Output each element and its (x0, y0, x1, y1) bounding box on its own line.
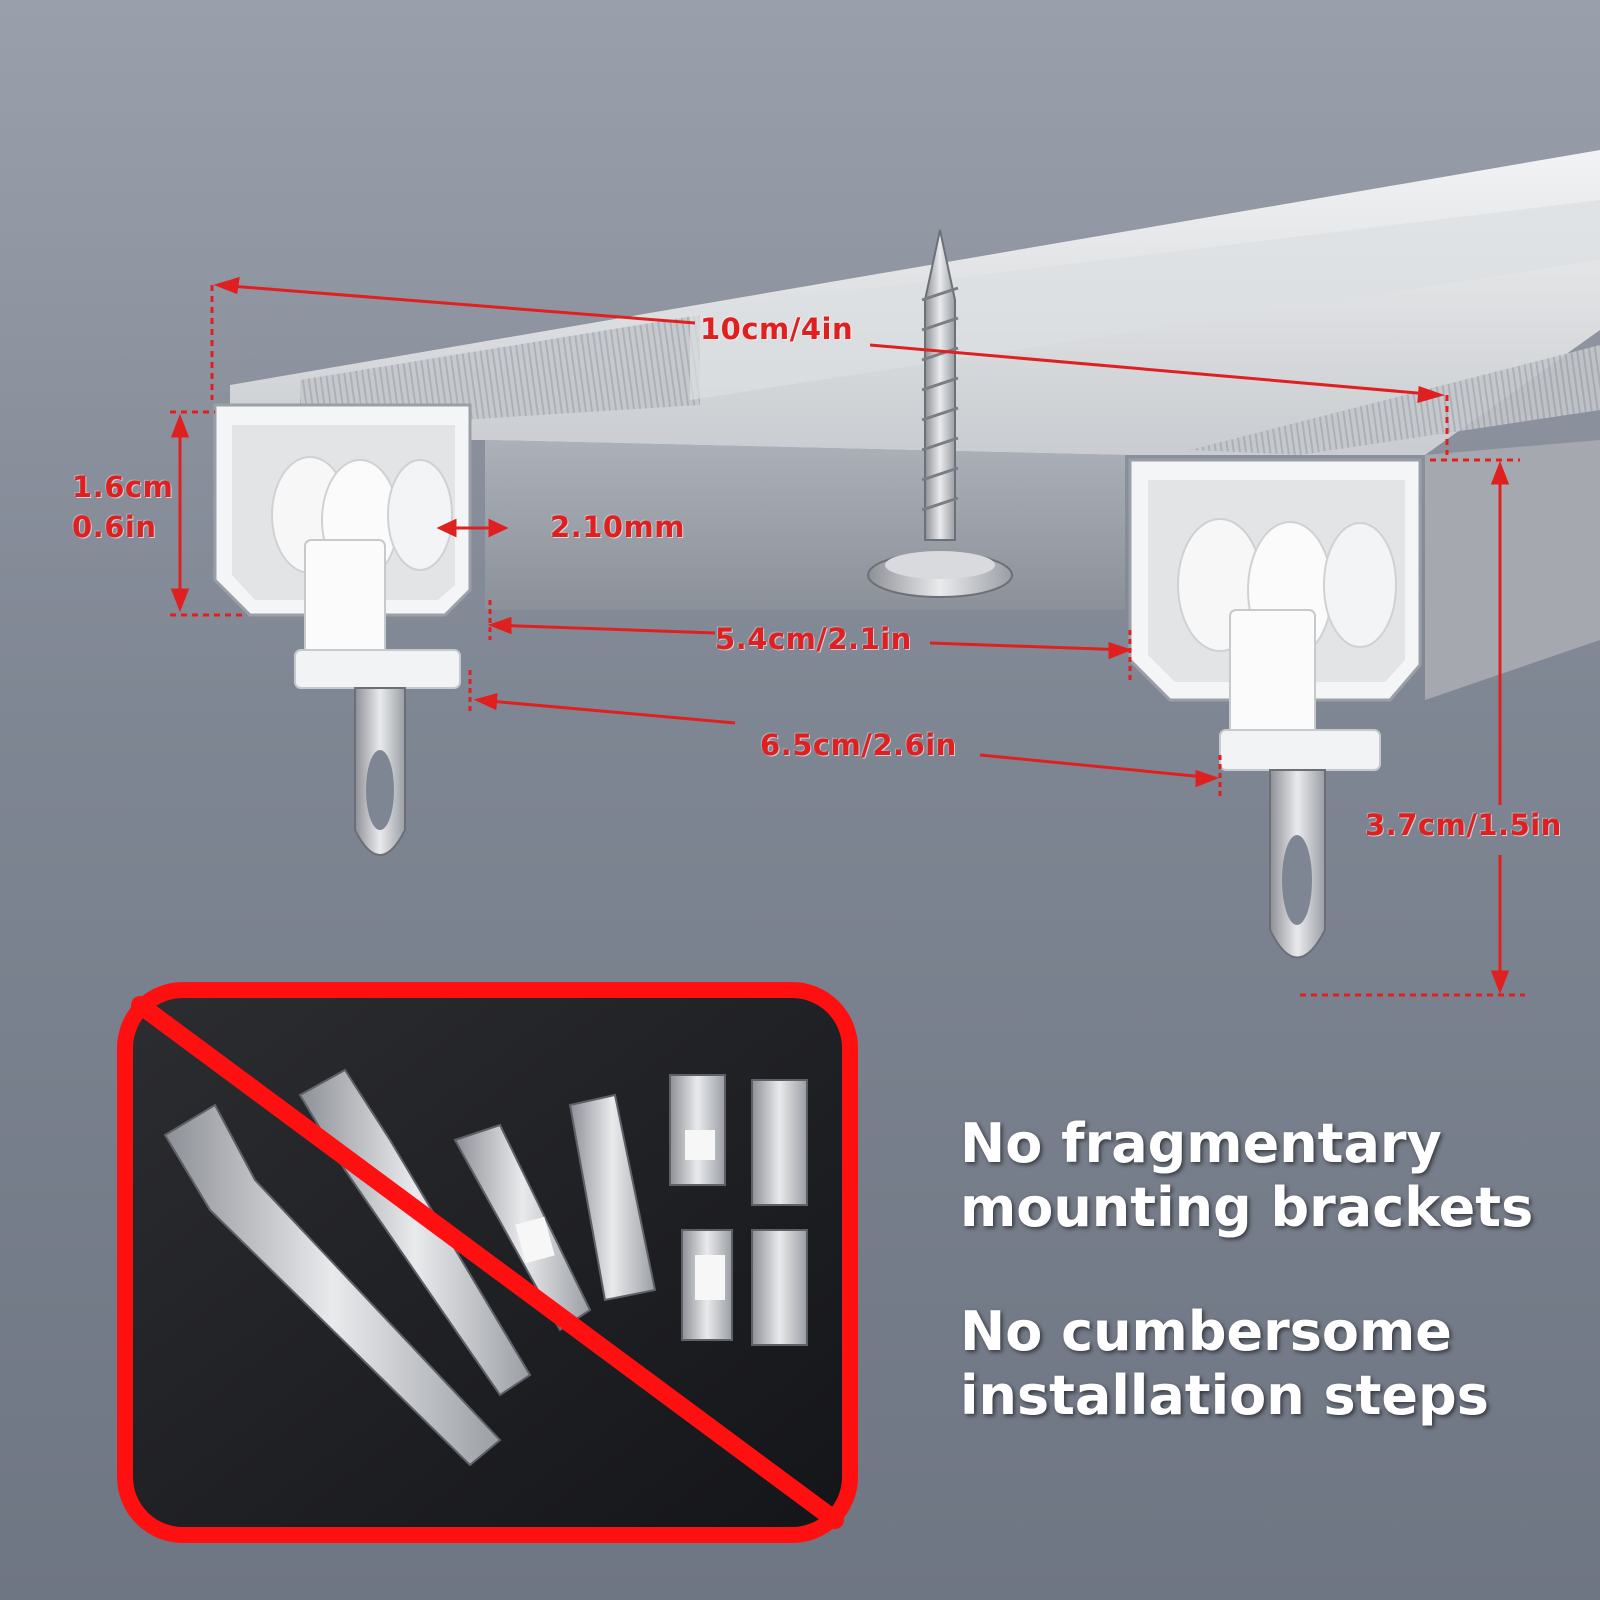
dimension-lines (170, 276, 1525, 997)
claim-line: No fragmentary (960, 1112, 1442, 1175)
gap-label: 2.10mm (550, 510, 685, 544)
height-in-label: 0.6in (72, 510, 157, 544)
prohibited-brackets-panel (117, 982, 858, 1543)
right-channel-profile (1128, 458, 1422, 959)
claim-line: mounting brackets (960, 1176, 1534, 1239)
claim-line: installation steps (960, 1364, 1489, 1427)
hook-span-label: 6.5cm/2.6in (760, 728, 957, 762)
prohibition-sign-icon (131, 996, 844, 1529)
claim-line: No cumbersome (960, 1300, 1452, 1363)
mounting-screw (867, 229, 1013, 598)
total-height-label: 3.7cm/1.5in (1365, 808, 1562, 842)
claim-no-brackets: No fragmentary mounting brackets (960, 1112, 1533, 1240)
left-channel-profile (213, 403, 472, 856)
height-cm-label: 1.6cm (72, 470, 174, 504)
overall-width-label: 10cm/4in (700, 312, 854, 346)
claim-no-steps: No cumbersome installation steps (960, 1300, 1489, 1428)
inner-span-label: 5.4cm/2.1in (715, 622, 912, 656)
